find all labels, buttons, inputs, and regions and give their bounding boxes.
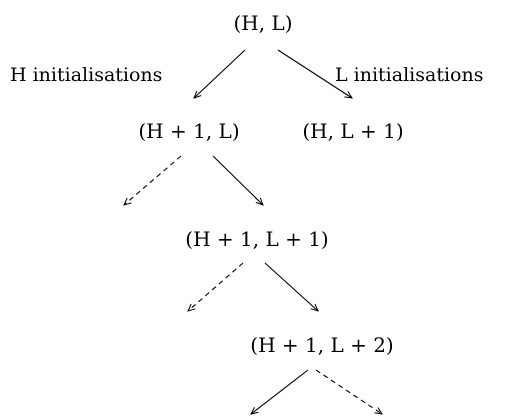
label-h-initialisations: H initialisations xyxy=(10,64,162,86)
edge-h1-left-dashed xyxy=(124,155,182,205)
node-root: (H, L) xyxy=(233,11,292,35)
node-h-plus-1: (H + 1, L) xyxy=(138,119,239,143)
edge-root-to-l1 xyxy=(277,49,352,98)
edge-h1l1-to-h1l2 xyxy=(264,262,318,311)
edge-h1-to-h1l1 xyxy=(212,155,263,205)
node-h-plus-1-l-plus-1: (H + 1, L + 1) xyxy=(185,227,328,251)
edge-root-to-h1 xyxy=(194,49,246,98)
node-h-plus-1-l-plus-2: (H + 1, L + 2) xyxy=(250,333,393,357)
label-l-initialisations: L initialisations xyxy=(335,64,483,86)
node-l-plus-1: (H, L + 1) xyxy=(302,119,403,143)
edge-h1l2-left xyxy=(251,369,309,414)
edge-h1l2-right-dashed xyxy=(315,369,382,414)
edge-h1l1-left-dashed xyxy=(188,262,244,311)
